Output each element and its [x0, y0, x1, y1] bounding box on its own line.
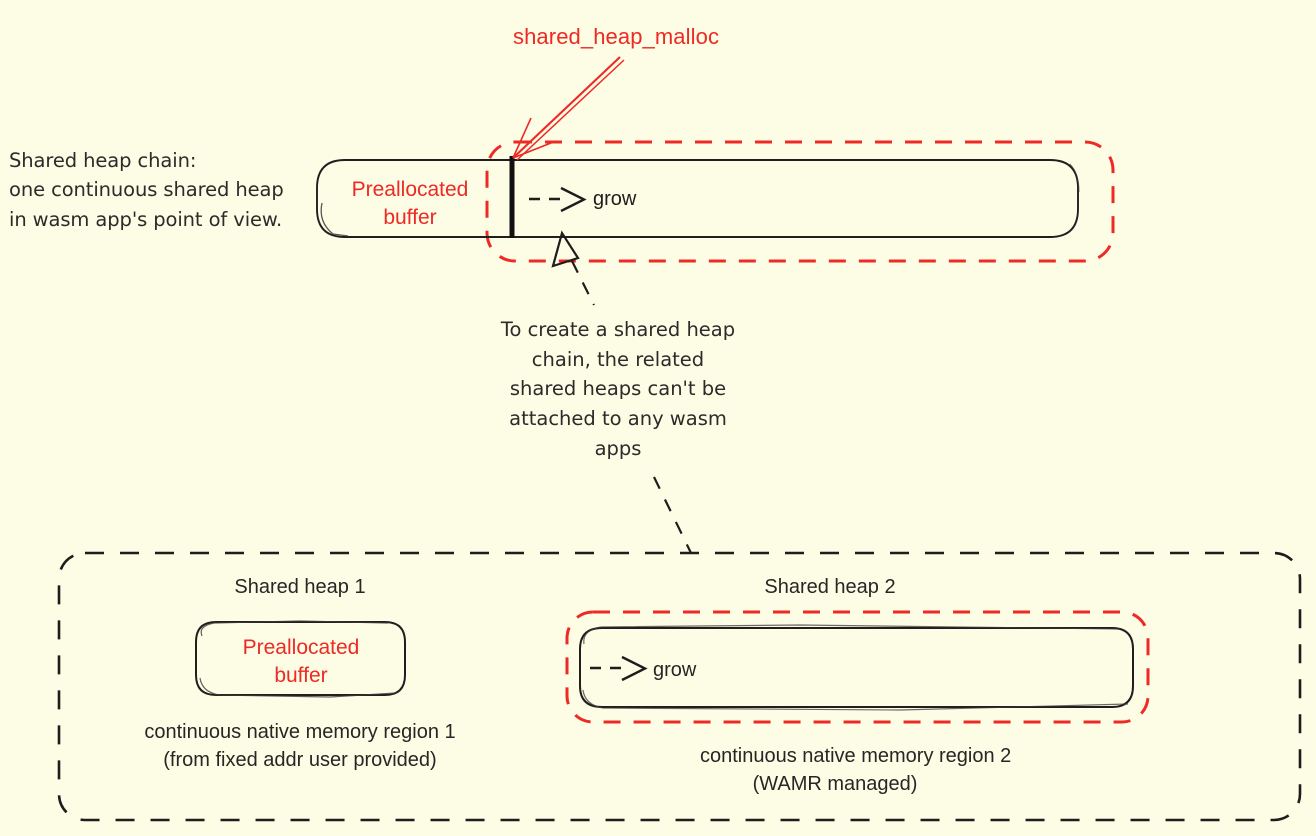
top-heap-boundary-marker — [509, 156, 515, 238]
shared-heap-chain-note: Shared heap chain: one continuous shared… — [9, 149, 284, 231]
callout-arrow-up-icon — [551, 230, 595, 306]
callout-leader-line — [653, 476, 692, 554]
dashed-arrow-right-icon-bottom — [590, 655, 648, 682]
heap1-preallocated-buffer-label: Preallocated buffer — [242, 636, 360, 688]
heap2-grow-label: grow — [653, 659, 697, 681]
top-grow-label: grow — [593, 188, 637, 210]
shared-heap-2-title: Shared heap 2 — [764, 576, 896, 598]
heap2-region-caption: continuous native memory region 2 (WAMR … — [700, 745, 1012, 796]
shared-heap-chain-caption: To create a shared heap chain, the relat… — [500, 318, 736, 460]
dashed-arrow-right-icon-top — [529, 186, 587, 213]
red-pointer-arrow-icon — [512, 56, 625, 161]
shared-heap-1-title: Shared heap 1 — [234, 576, 366, 598]
heap1-region-caption: continuous native memory region 1 (from … — [144, 721, 456, 772]
top-red-dashed-region — [485, 140, 1115, 263]
top-preallocated-buffer-label: Preallocated buffer — [351, 178, 469, 229]
shared-heap-malloc-label: shared_heap_malloc — [513, 24, 720, 49]
